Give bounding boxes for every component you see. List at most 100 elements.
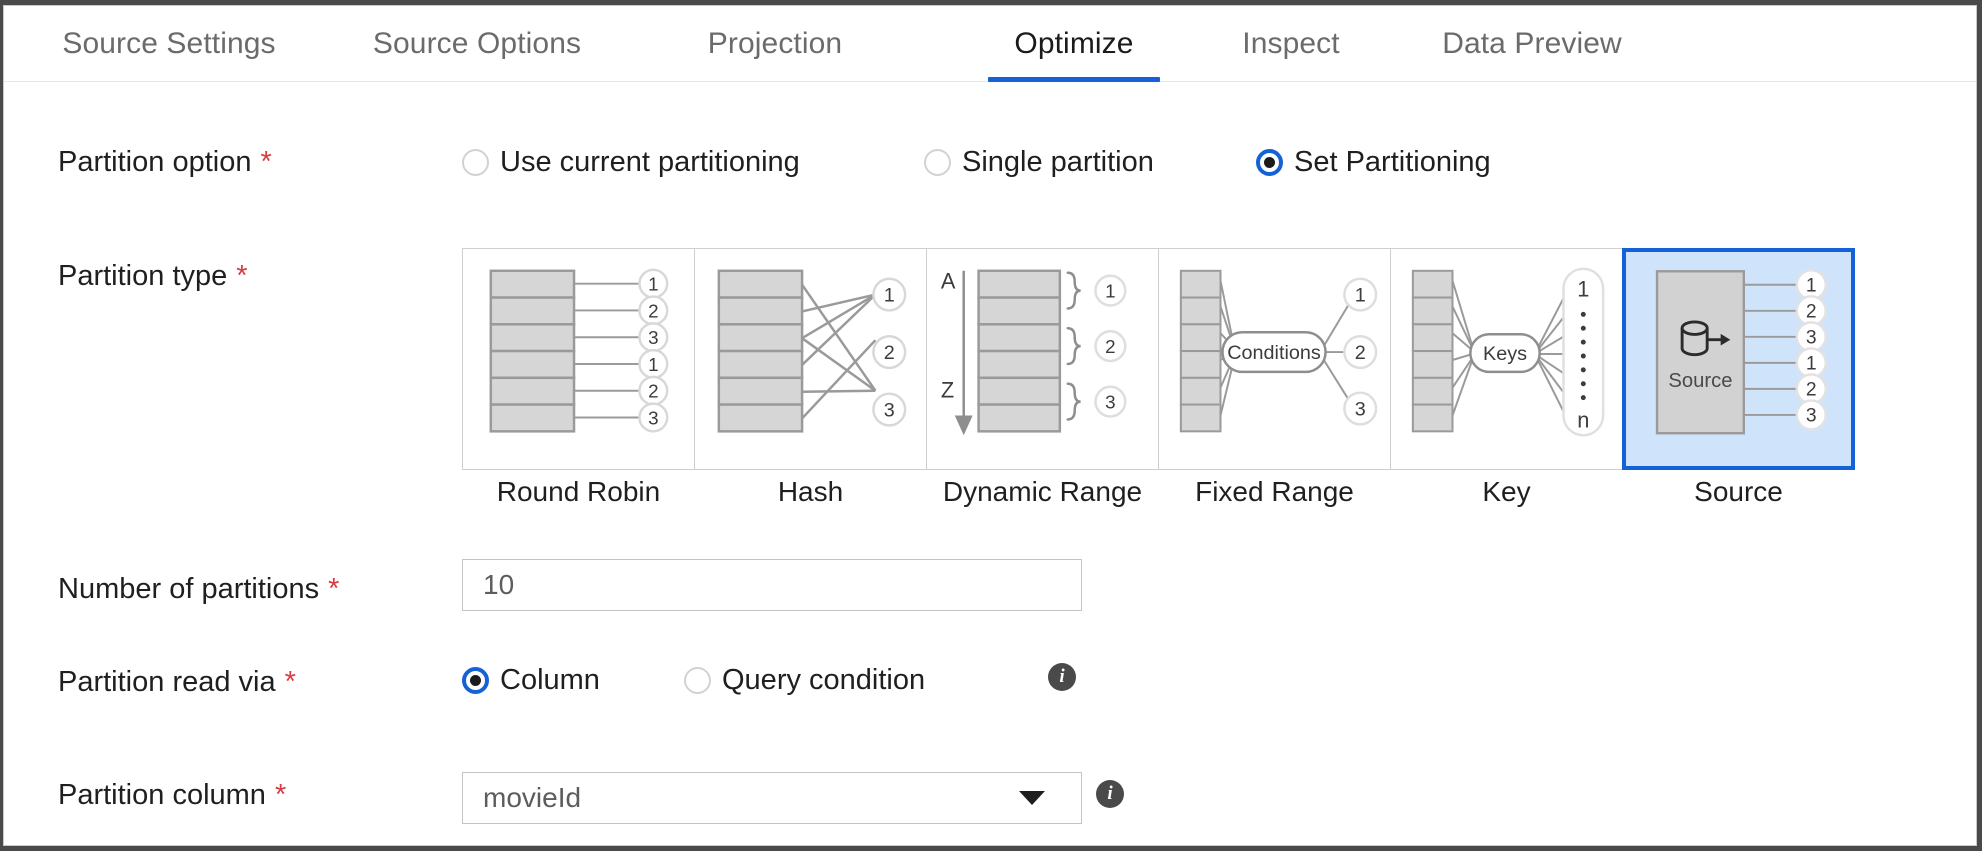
svg-text:3: 3 xyxy=(1105,392,1115,413)
required-asterisk: * xyxy=(328,573,340,605)
svg-text:1: 1 xyxy=(648,354,658,375)
radio-label: Use current partitioning xyxy=(500,146,800,178)
label-text: Partition read via xyxy=(58,666,276,698)
info-icon-partition-read-via[interactable]: i xyxy=(1048,663,1076,691)
radio-use-current-partitioning[interactable]: Use current partitioning xyxy=(462,146,800,179)
tab-source-settings[interactable]: Source Settings xyxy=(44,6,294,82)
card-label-dynamic-range: Dynamic Range xyxy=(942,476,1143,507)
radio-circle[interactable] xyxy=(924,149,951,176)
key-capsule-bottom-label: n xyxy=(1577,407,1589,432)
radio-circle[interactable] xyxy=(462,149,489,176)
svg-text:3: 3 xyxy=(648,327,658,348)
partition-option-label: Partition option* xyxy=(58,146,272,179)
tab-bar: Source Settings Source Options Projectio… xyxy=(4,6,1976,82)
svg-text:1: 1 xyxy=(1806,276,1817,297)
svg-text:3: 3 xyxy=(884,399,895,421)
partition-column-dropdown[interactable]: movieId xyxy=(462,772,1082,824)
dropdown-value: movieId xyxy=(483,782,582,813)
partition-type-card-source[interactable]: Source 1 2 3 1 2 3 xyxy=(1622,248,1855,470)
required-asterisk: * xyxy=(260,146,272,178)
partition-type-card-hash[interactable]: 1 2 3 xyxy=(694,248,927,470)
tab-optimize[interactable]: Optimize xyxy=(984,6,1164,82)
tab-label: Projection xyxy=(707,27,843,60)
radio-set-partitioning[interactable]: Set Partitioning xyxy=(1256,146,1491,179)
key-capsule-top-label: 1 xyxy=(1577,277,1589,302)
dynamic-range-diagram: A Z xyxy=(941,269,1127,436)
tab-label: Inspect xyxy=(1242,27,1340,60)
partition-type-card-key[interactable]: Keys 1 n xyxy=(1390,248,1623,470)
svg-text:2: 2 xyxy=(1355,342,1366,364)
tab-projection[interactable]: Projection xyxy=(680,6,870,82)
partition-read-via-label: Partition read via* xyxy=(58,666,296,699)
required-asterisk: * xyxy=(274,779,287,811)
partition-type-card-labels: Round Robin Hash Dynamic Range Fixed Ran… xyxy=(462,476,1854,522)
svg-text:1: 1 xyxy=(884,285,895,307)
tab-source-options[interactable]: Source Options xyxy=(352,6,602,82)
key-diagram: Keys 1 n xyxy=(1411,267,1605,437)
radio-circle[interactable] xyxy=(1256,149,1283,176)
card-label-source: Source xyxy=(1694,476,1783,507)
partition-type-card-dynamic-range[interactable]: A Z xyxy=(926,248,1159,470)
keys-pill-label: Keys xyxy=(1483,343,1527,365)
hash-diagram: 1 2 3 xyxy=(717,269,907,433)
fixed-range-diagram: Conditions 1 2 3 xyxy=(1179,269,1378,433)
svg-text:2: 2 xyxy=(1806,380,1817,401)
info-icon-partition-column[interactable]: i xyxy=(1096,780,1124,808)
tab-label: Source Settings xyxy=(62,27,276,60)
info-glyph: i xyxy=(1059,666,1065,687)
source-diagram: Source 1 2 3 1 2 3 xyxy=(1655,269,1827,435)
info-glyph: i xyxy=(1107,783,1113,804)
tab-inspect[interactable]: Inspect xyxy=(1216,6,1366,82)
dynamic-range-letter-a: A xyxy=(941,269,956,294)
source-icon-label: Source xyxy=(1668,370,1732,392)
radio-circle[interactable] xyxy=(684,667,711,694)
svg-text:2: 2 xyxy=(1806,302,1817,323)
radio-circle[interactable] xyxy=(462,667,489,694)
conditions-pill-label: Conditions xyxy=(1227,342,1321,364)
svg-text:3: 3 xyxy=(648,407,658,428)
card-label-fixed-range: Fixed Range xyxy=(1195,476,1354,507)
svg-text:1: 1 xyxy=(1105,281,1115,302)
tab-data-preview[interactable]: Data Preview xyxy=(1417,6,1647,82)
number-of-partitions-input[interactable]: 10 xyxy=(462,559,1082,611)
chevron-down-icon[interactable] xyxy=(1019,791,1045,805)
radio-label: Single partition xyxy=(962,146,1154,178)
active-tab-underline xyxy=(988,77,1160,82)
number-of-partitions-label: Number of partitions* xyxy=(58,573,339,606)
partition-type-card-fixed-range[interactable]: Conditions 1 2 3 xyxy=(1158,248,1391,470)
radio-query-condition[interactable]: Query condition xyxy=(684,664,925,697)
database-icon xyxy=(1680,320,1731,357)
label-text: Number of partitions xyxy=(58,573,320,605)
label-text: Partition option xyxy=(58,146,252,178)
svg-text:3: 3 xyxy=(1806,406,1817,427)
card-label-hash: Hash xyxy=(777,476,844,507)
optimize-panel: Source Settings Source Options Projectio… xyxy=(3,5,1977,846)
partition-type-label: Partition type* xyxy=(58,260,248,293)
svg-text:1: 1 xyxy=(648,274,658,295)
radio-single-partition[interactable]: Single partition xyxy=(924,146,1154,179)
svg-text:2: 2 xyxy=(648,300,658,321)
partition-column-label: Partition column* xyxy=(58,779,286,812)
radio-label: Column xyxy=(500,664,600,696)
label-text: Partition type xyxy=(58,260,228,292)
svg-text:3: 3 xyxy=(1806,328,1817,349)
required-asterisk: * xyxy=(284,666,296,698)
svg-text:2: 2 xyxy=(648,381,658,402)
svg-text:1: 1 xyxy=(1806,354,1817,375)
tab-label: Data Preview xyxy=(1442,27,1622,60)
dynamic-range-letter-z: Z xyxy=(941,378,954,403)
svg-text:1: 1 xyxy=(1355,285,1366,307)
input-value: 10 xyxy=(483,569,515,600)
radio-label: Set Partitioning xyxy=(1294,146,1491,178)
card-label-round-robin: Round Robin xyxy=(496,476,661,507)
label-text: Partition column xyxy=(58,779,266,811)
required-asterisk: * xyxy=(236,260,248,292)
tab-label: Source Options xyxy=(372,27,582,60)
radio-column[interactable]: Column xyxy=(462,664,600,697)
svg-text:2: 2 xyxy=(1105,336,1115,357)
svg-text:2: 2 xyxy=(884,342,895,364)
round-robin-diagram: 1 2 3 1 2 3 xyxy=(489,268,669,433)
svg-text:3: 3 xyxy=(1355,398,1366,420)
partition-type-card-round-robin[interactable]: 1 2 3 1 2 3 xyxy=(462,248,695,470)
radio-label: Query condition xyxy=(722,664,926,696)
